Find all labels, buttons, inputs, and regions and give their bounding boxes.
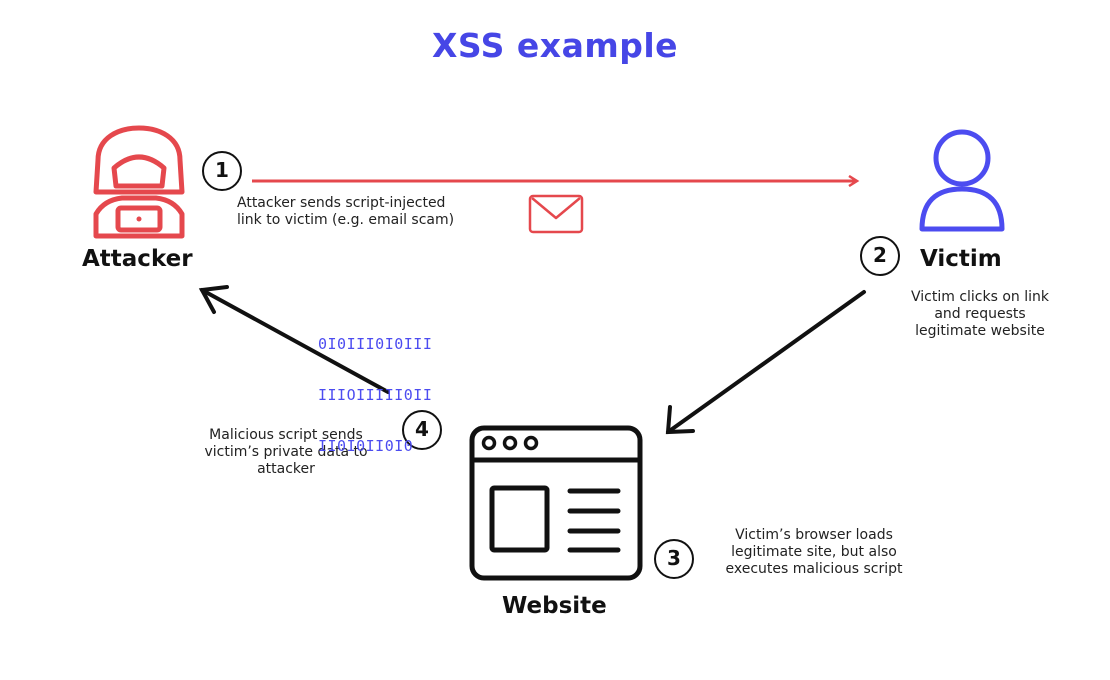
diagram-title: XSS example: [431, 26, 679, 65]
step-4-text: Malicious script sends victim’s private …: [186, 427, 386, 478]
binary-line: II0I0II0I0: [318, 437, 414, 455]
step-2-text-line: Victim clicks on link: [911, 289, 1049, 305]
step-3-badge: 3: [654, 539, 694, 579]
website-label: Website: [502, 593, 607, 619]
step-3-text-line: legitimate site, but also: [731, 544, 897, 560]
step-2-text: Victim clicks on link and requests legit…: [880, 289, 1080, 340]
hacker-icon: [93, 125, 185, 239]
step-3-text-line: Victim’s browser loads: [735, 527, 893, 543]
step-1-text-line: link to victim (e.g. email scam): [237, 212, 455, 228]
step-1-badge: 1: [202, 151, 242, 191]
user-icon: [919, 129, 1005, 232]
step-4-text-line: attacker: [257, 461, 315, 477]
step-2-text-line: legitimate website: [915, 323, 1045, 339]
binary-line: 0I0III0I0III: [318, 335, 433, 353]
envelope-icon: [528, 194, 584, 234]
arrow-website-to-attacker: [198, 285, 390, 394]
step-4-badge: 4: [402, 410, 442, 450]
attacker-label: Attacker: [82, 246, 193, 272]
binary-line: IIIOIIIII0II: [318, 386, 433, 404]
step-4-text-line: victim’s private data to: [204, 444, 368, 460]
step-4-text-line: Malicious script sends: [209, 427, 363, 443]
binary-data-icon: 0I0III0I0III IIIOIIIII0II II0I0II0I0: [318, 302, 432, 472]
browser-window-icon: [469, 425, 643, 581]
victim-label: Victim: [920, 246, 1002, 272]
step-2-badge: 2: [860, 236, 900, 276]
step-3-text-line: executes malicious script: [725, 561, 903, 577]
step-3-text: Victim’s browser loads legitimate site, …: [704, 527, 924, 578]
step-1-text: Attacker sends script-injected link to v…: [237, 195, 454, 229]
arrow-victim-to-website: [665, 290, 866, 435]
step-1-text-line: Attacker sends script-injected: [237, 195, 446, 211]
step-2-text-line: and requests: [934, 306, 1026, 322]
